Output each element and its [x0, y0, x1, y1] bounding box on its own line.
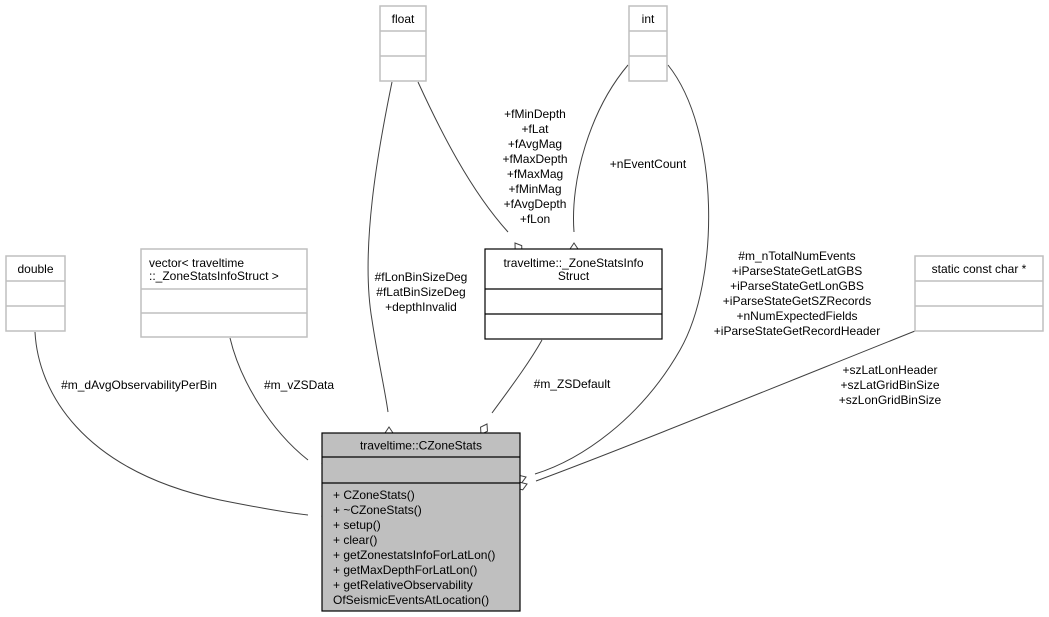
edges-layer: #m_dAvgObservabilityPerBin #m_vZSData #fLo… [34, 64, 942, 520]
method-item: + getZonestatsInfoForLatLon() [333, 548, 495, 562]
class-node-char[interactable]: static const char * [914, 255, 1044, 332]
class-node-int[interactable]: int [628, 5, 668, 82]
class-title: ::_ZoneStatsInfoStruct > [149, 269, 279, 283]
edge-label: +szLonGridBinSize [839, 393, 942, 407]
edge-label: +fMaxDepth [502, 152, 567, 166]
class-box [379, 5, 427, 82]
class-title: static const char * [932, 262, 1027, 276]
edge-label: +fLon [520, 212, 550, 226]
edge-label: +fMaxMag [507, 167, 563, 181]
edge-label: +iParseStateGetSZRecords [723, 294, 871, 308]
edge-label: +nNumExpectedFields [736, 309, 857, 323]
class-box [5, 255, 66, 332]
edge-label: #fLatBinSizeDeg [376, 285, 465, 299]
method-item: + getRelativeObservability [333, 578, 473, 592]
edge-label: #m_vZSData [264, 378, 334, 392]
class-title: Struct [558, 269, 590, 283]
method-item: + setup() [333, 518, 381, 532]
method-item: + CZoneStats() [333, 488, 415, 502]
edge-line [535, 330, 916, 482]
class-title: traveltime::_ZoneStatsInfo [503, 256, 643, 270]
edge-vector[interactable]: #m_vZSData [229, 337, 335, 467]
edge-int-main[interactable]: #m_nTotalNumEvents+iParseStateGetLatGBS+… [513, 64, 880, 485]
edge-label: +szLatGridBinSize [840, 378, 939, 392]
edge-char-main[interactable]: +szLatLonHeader+szLatGridBinSize+szLonGr… [514, 330, 942, 492]
edge-label: #m_ZSDefault [534, 377, 611, 391]
edge-float-main[interactable]: #fLonBinSizeDeg#fLatBinSizeDeg+depthInva… [367, 81, 468, 440]
edge-struct-main[interactable]: #m_ZSDefault [478, 339, 611, 436]
class-box [484, 248, 663, 340]
edge-label: +iParseStateGetLonGBS [730, 279, 864, 293]
method-item: + clear() [333, 533, 377, 547]
edge-label: +fAvgMag [508, 137, 562, 151]
class-title: traveltime::CZoneStats [360, 439, 482, 453]
edge-label: #fLonBinSizeDeg [375, 270, 468, 284]
class-node-czonestats[interactable]: traveltime::CZoneStats+ CZoneStats()+ ~C… [321, 432, 521, 612]
edge-line [229, 337, 309, 461]
edge-label: #m_nTotalNumEvents [738, 249, 855, 263]
class-node-double[interactable]: double [5, 255, 66, 332]
edge-label: +fAvgDepth [504, 197, 567, 211]
edge-label: +iParseStateGetLatGBS [732, 264, 862, 278]
edge-float-struct[interactable]: +fMinDepth+fLat+fAvgMag+fMaxDepth+fMaxMa… [417, 81, 568, 255]
edge-line [417, 81, 509, 233]
edge-label: #m_dAvgObservabilityPerBin [61, 378, 217, 392]
edge-label: +szLatLonHeader [842, 363, 937, 377]
edge-line [573, 64, 629, 233]
edge-label: +fMinDepth [504, 107, 566, 121]
edge-label: +nEventCount [610, 157, 687, 171]
class-title: double [17, 262, 53, 276]
edge-label: +fMinMag [508, 182, 561, 196]
class-node-vector[interactable]: vector< traveltime::_ZoneStatsInfoStruct… [140, 248, 308, 338]
method-item: OfSeismicEventsAtLocation() [333, 593, 489, 607]
method-item: + ~CZoneStats() [333, 503, 422, 517]
class-node-float[interactable]: float [379, 5, 427, 82]
edge-label: +iParseStateGetRecordHeader [714, 324, 880, 338]
edge-int-struct[interactable]: +nEventCount [569, 64, 687, 256]
class-title: vector< traveltime [149, 256, 244, 270]
class-box [914, 255, 1044, 332]
class-title: float [392, 12, 415, 26]
edge-line [534, 64, 710, 475]
class-box [628, 5, 668, 82]
edge-label: +depthInvalid [385, 300, 457, 314]
method-item: + getMaxDepthForLatLon() [333, 563, 477, 577]
edge-line [367, 81, 393, 413]
nodes-layer: double vector< traveltime::_ZoneStatsInfo… [5, 5, 1044, 612]
class-node-struct[interactable]: traveltime::_ZoneStatsInfoStruct [484, 248, 663, 340]
class-box [321, 432, 521, 612]
edge-double[interactable]: #m_dAvgObservabilityPerBin [34, 331, 335, 520]
edge-line [491, 339, 543, 414]
class-box [140, 248, 308, 338]
class-title: int [642, 12, 655, 26]
edge-label: +fLat [521, 122, 549, 136]
edge-line [34, 331, 309, 516]
